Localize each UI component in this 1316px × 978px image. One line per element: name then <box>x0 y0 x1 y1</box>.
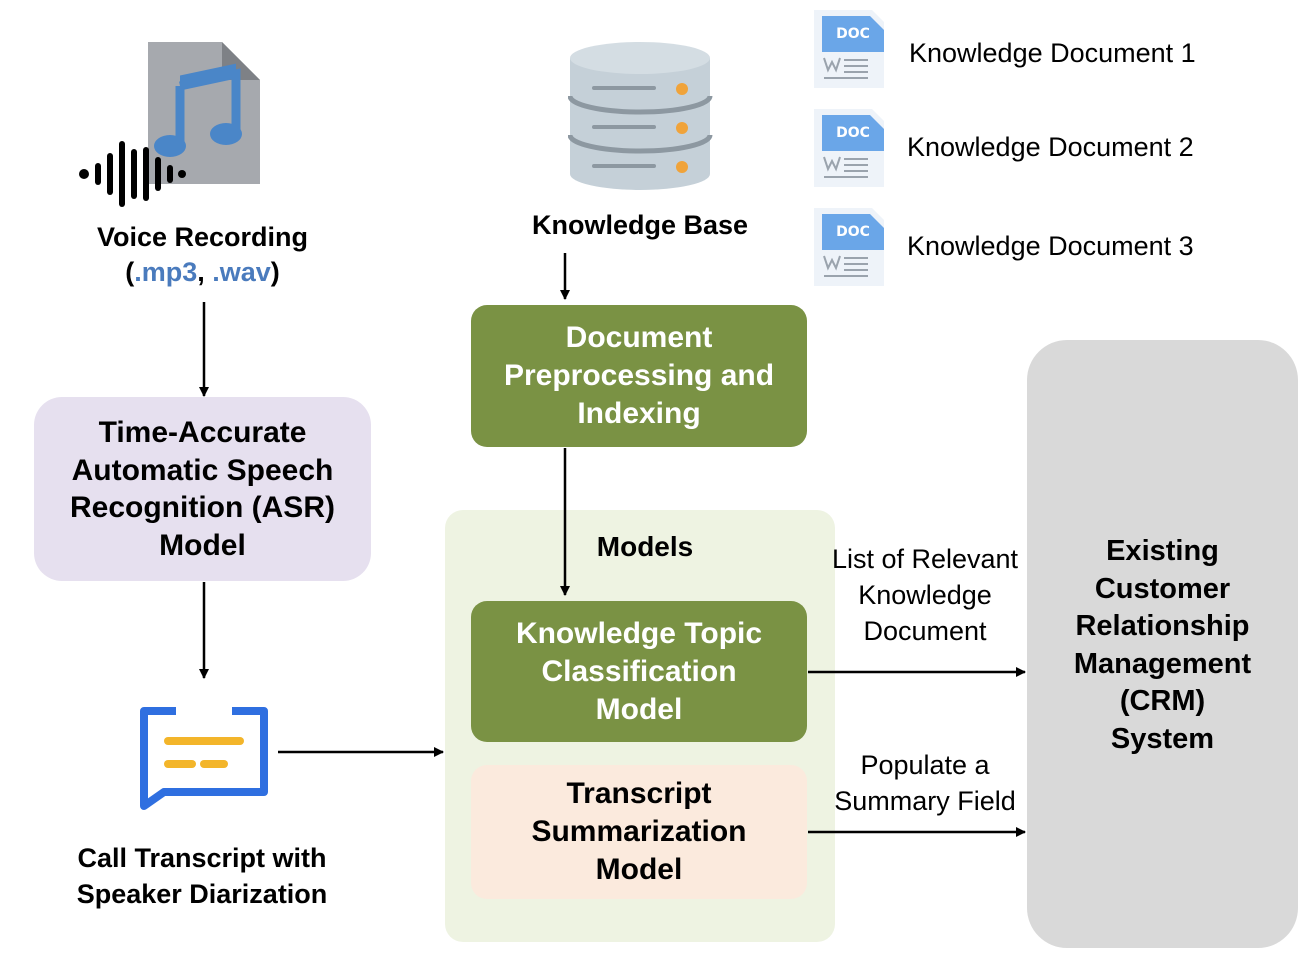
edge-label-summary: Populate a Summary Field <box>810 747 1040 819</box>
summ-line-3: Model <box>595 853 683 886</box>
asr-line-1: Time-Accurate <box>98 416 307 449</box>
ktc-line-2: Classification <box>541 654 737 688</box>
asr-line-3: Recognition (ASR) <box>70 491 335 524</box>
edge-list-line-2: Knowledge <box>858 580 992 610</box>
asr-line-2: Automatic Speech <box>71 453 334 487</box>
preprocess-line-3: Indexing <box>577 397 701 430</box>
edge-summary-line-2: Summary Field <box>834 786 1016 816</box>
paren-close: ) <box>270 257 280 287</box>
transcript-summarization-box: Transcript Summarization Model <box>471 765 807 899</box>
format-comma: , <box>197 257 213 287</box>
knowledge-base-label: Knowledge Base <box>531 210 749 240</box>
crm-line-3: Relationship <box>1075 610 1250 642</box>
crm-label: Existing Customer Relationship Managemen… <box>1027 533 1298 758</box>
edge-summary-line-1: Populate a <box>860 750 990 780</box>
doc-icon-text: DOC <box>836 26 870 42</box>
doc-file-icon: DOC <box>814 109 884 187</box>
crm-line-6: System <box>1110 722 1215 755</box>
ktc-line-1: Knowledge Topic <box>515 616 763 650</box>
paren-open: ( <box>125 257 135 287</box>
asr-model-box: Time-Accurate Automatic Speech Recogniti… <box>34 397 371 581</box>
database-icon <box>568 42 713 190</box>
knowledge-topic-classification-box: Knowledge Topic Classification Model <box>471 601 807 742</box>
call-transcript-label: Call Transcript with Speaker Diarization <box>20 840 384 912</box>
doc-icon-text: DOC <box>836 224 870 240</box>
crm-line-2: Customer <box>1094 572 1231 605</box>
doc-label-1: Knowledge Document 1 <box>909 38 1196 68</box>
document-preprocessing-box: Document Preprocessing and Indexing <box>471 305 807 447</box>
summ-line-2: Summarization <box>531 815 747 848</box>
chat-transcript-icon <box>140 707 268 810</box>
models-label: Models <box>596 531 694 562</box>
format-mp3: .mp3 <box>134 257 198 287</box>
ktc-line-3: Model <box>595 692 683 726</box>
summ-line-1: Transcript <box>566 777 712 810</box>
doc-file-icon: DOC <box>814 10 884 88</box>
doc-file-icon: DOC <box>814 208 884 286</box>
edge-label-relevant-docs: List of Relevant Knowledge Document <box>810 541 1040 649</box>
doc-icon-text: DOC <box>836 125 870 141</box>
asr-line-4: Model <box>159 528 246 562</box>
format-wav: .wav <box>212 257 271 287</box>
audio-file-icon <box>79 42 260 207</box>
edge-list-line-3: Document <box>863 616 987 646</box>
doc-label-2: Knowledge Document 2 <box>907 132 1194 162</box>
preprocess-line-2: Preprocessing and <box>503 359 775 392</box>
crm-line-5: (CRM) <box>1119 685 1206 717</box>
doc-item-1: DOC Knowledge Document 1 <box>812 8 1292 90</box>
crm-line-4: Management <box>1073 647 1252 680</box>
preprocess-line-1: Document <box>565 321 713 354</box>
voice-recording-title: Voice Recording <box>96 222 309 252</box>
doc-item-2: DOC Knowledge Document 2 <box>812 107 1292 189</box>
voice-recording-formats: (.mp3, .wav) <box>40 255 365 290</box>
crm-box <box>1027 340 1298 948</box>
edge-list-line-1: List of Relevant <box>831 544 1019 574</box>
call-transcript-line-2: Speaker Diarization <box>76 879 328 909</box>
crm-line-1: Existing <box>1106 535 1219 567</box>
doc-label-3: Knowledge Document 3 <box>907 231 1194 261</box>
call-transcript-line-1: Call Transcript with <box>77 843 327 873</box>
doc-item-3: DOC Knowledge Document 3 <box>812 206 1292 288</box>
voice-recording-label: Voice Recording (.mp3, .wav) <box>40 220 365 290</box>
